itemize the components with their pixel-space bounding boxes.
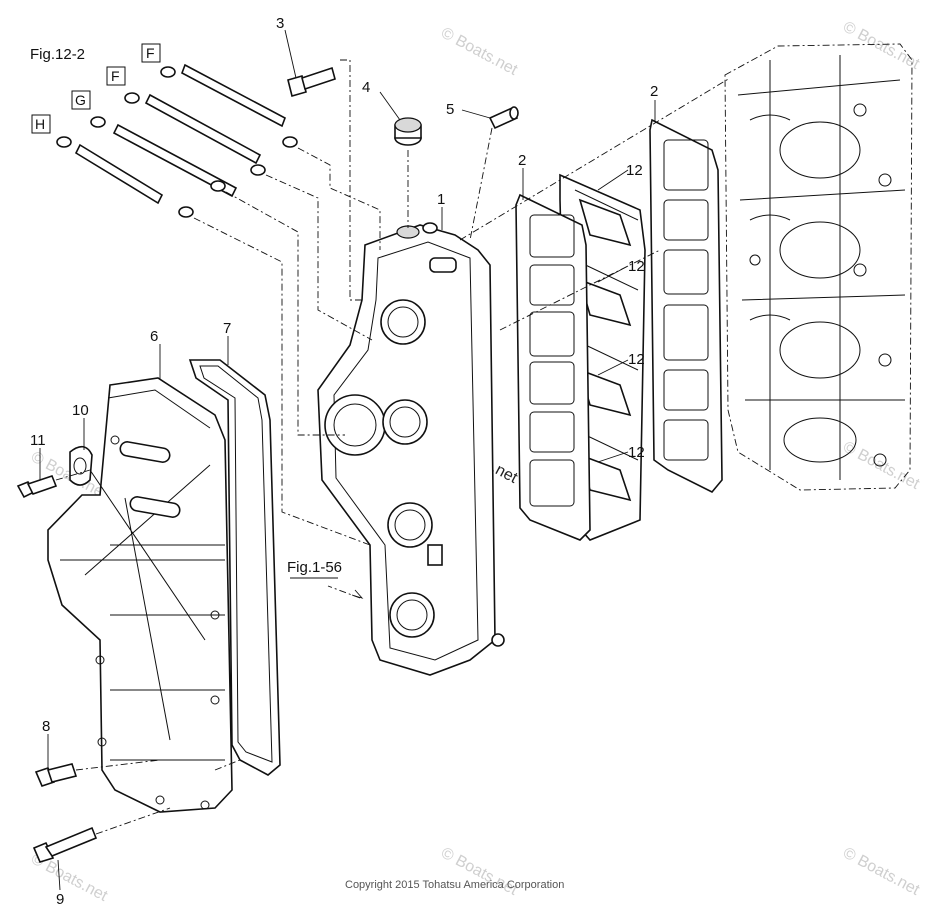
callout-12-b: 12 — [628, 258, 645, 275]
silencer-cover — [47, 377, 233, 813]
grommet — [69, 445, 93, 486]
callout-2-outer: 2 — [650, 83, 658, 100]
callout-1: 1 — [437, 191, 445, 208]
watermark-bottom-right: © Boats.net — [840, 845, 922, 900]
leader-lines — [39, 29, 656, 891]
callout-8: 8 — [42, 718, 50, 735]
bolt-9 — [32, 826, 98, 863]
hose-row-f1 — [160, 63, 298, 148]
annotations: Fig.12-2 Fig.1-56 F F G H 1 2 2 3 4 5 6 … — [30, 15, 658, 908]
figure-ref-label: Fig.12-2 — [30, 46, 85, 63]
hose-group-box-f2 — [106, 66, 126, 86]
hose-row-h — [56, 136, 194, 218]
hose-group-f2: F — [111, 68, 120, 84]
callout-12-d: 12 — [628, 444, 645, 461]
callout-11: 11 — [30, 432, 46, 449]
callout-10: 10 — [72, 402, 89, 419]
hose-group-box-f1 — [141, 43, 161, 63]
callout-4: 4 — [362, 79, 370, 96]
callout-12-c: 12 — [628, 351, 645, 368]
plug — [394, 117, 422, 146]
intake-manifold — [317, 222, 505, 676]
hose-set — [56, 63, 298, 218]
cross-ref-label: Fig.1-56 — [287, 559, 342, 576]
routing-lines — [55, 59, 731, 835]
callout-6: 6 — [150, 328, 158, 345]
hose-group-box-h — [31, 114, 51, 134]
bolt-3 — [287, 66, 336, 97]
crankcase-outline — [724, 43, 913, 491]
bolt-8 — [34, 763, 78, 787]
watermark-top: © Boats.net — [438, 25, 520, 80]
hose-group-f1: F — [146, 45, 155, 61]
hose-group-g: G — [75, 92, 86, 108]
callout-2-inner: 2 — [518, 152, 526, 169]
copyright-text: Copyright 2015 Tohatsu America Corporati… — [345, 879, 564, 891]
callout-12-a: 12 — [626, 162, 643, 179]
callout-5: 5 — [446, 101, 454, 118]
hose-group-box-g — [71, 90, 91, 110]
callout-3: 3 — [276, 15, 284, 32]
hose-row-f2 — [124, 92, 266, 176]
gasket-inner — [515, 193, 591, 541]
hose-group-h: H — [35, 116, 45, 132]
hose-row-g — [90, 116, 238, 198]
cover-gasket — [188, 359, 281, 776]
callout-7: 7 — [223, 320, 231, 337]
bolt-11 — [16, 475, 58, 499]
watermark-top-right: © Boats.net — [840, 19, 922, 74]
dowel-pin — [488, 106, 519, 130]
gasket-outer — [649, 118, 723, 493]
callout-9: 9 — [56, 891, 64, 908]
